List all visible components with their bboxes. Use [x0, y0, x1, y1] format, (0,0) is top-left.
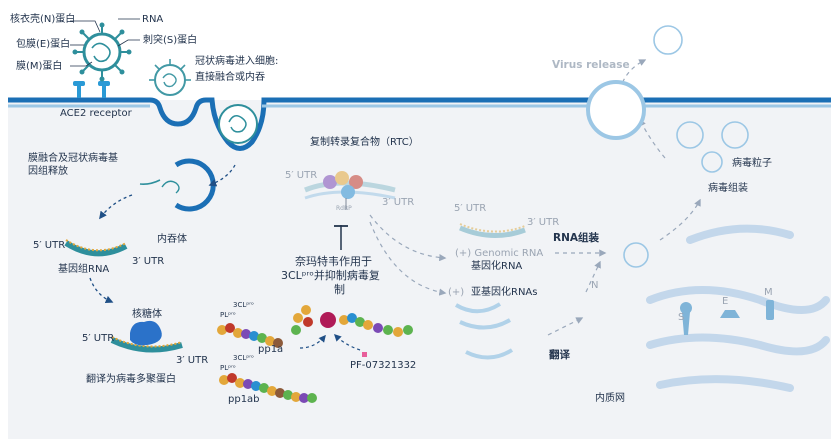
ribosome-strand [110, 320, 183, 353]
genomic-rna-utr5: 5′ UTR [33, 240, 66, 251]
budding-vesicle [586, 80, 646, 140]
rna-label: RNA [142, 14, 164, 25]
rtc-utr5: 5′ UTR [285, 170, 318, 181]
ace2-label: ACE2 receptor [60, 108, 132, 119]
envelope-label: 包膜(E)蛋白 [16, 39, 71, 50]
pp1a-label: pp1a [258, 344, 284, 355]
subgenomic-prefix: (+) [448, 287, 465, 298]
ribosome-utr5: 5′ UTR [82, 333, 115, 344]
nucleocapsid-label: 核衣壳(N)蛋白 [10, 14, 76, 25]
progeny-virions [623, 25, 749, 268]
membrane-protein-label: 膜(M)蛋白 [16, 61, 63, 72]
pp1a-chain [217, 323, 283, 348]
rdrp-label: RdRP [336, 205, 352, 212]
ribosome-utr3: 3′ UTR [176, 355, 209, 366]
virion-particle-label: 病毒粒子 [732, 158, 772, 169]
inhibitor-marker [299, 225, 367, 357]
structural-n-label: N [591, 280, 599, 291]
translation-label: 翻译 [549, 349, 570, 361]
endoplasmic-reticulum [646, 224, 830, 392]
rtc-utr3: 3′ UTR [382, 197, 415, 208]
virus-assembly-label: 病毒组装 [708, 183, 748, 194]
virion-diagram [72, 22, 132, 82]
pp1ab-chain [219, 373, 317, 403]
er-label: 内质网 [595, 393, 625, 404]
cell-membrane [8, 97, 831, 151]
pp1a-3cl-label: 3CLᵖʳᵒ [233, 301, 254, 309]
genomic-rna-utr3: 3′ UTR [132, 256, 165, 267]
genomic-rna-label: 基因组RNA [58, 264, 110, 275]
genomic-product-utr5: 5′ UTR [454, 203, 487, 214]
nirmatrelvir-line1: 奈玛特韦作用于 [295, 255, 372, 268]
pp1ab-label: pp1ab [228, 394, 260, 405]
pathway-arrows-left [89, 164, 236, 304]
genomic-rna-english: (+) Genomic RNA [455, 248, 544, 259]
pp1ab-3cl-label: 3CLᵖʳᵒ [233, 354, 254, 362]
pf-07321332-label: PF-07321332 [350, 360, 417, 371]
virus-release-label: Virus release [552, 59, 630, 71]
rtc-title: 复制转录复合物（RTC） [310, 137, 419, 148]
structural-s-label: S [678, 312, 685, 323]
genomic-product-utr3: 3′ UTR [527, 217, 560, 228]
structural-m-label: M [764, 287, 773, 298]
pp1a-pl-label: PLᵖʳᵒ [220, 311, 236, 319]
nirmatrelvir-line2: 3CLᵖʳᵒ并抑制病毒复 [281, 269, 380, 282]
structural-e-label: E [722, 296, 729, 307]
cytoplasm [8, 100, 831, 439]
rna-assembly-label: RNA组装 [553, 232, 599, 244]
spike-label: 刺突(S)蛋白 [143, 35, 198, 46]
ace2-receptors [73, 81, 110, 98]
endocytic-vesicle [218, 104, 258, 144]
entering-virion [149, 59, 191, 96]
endosome-label: 内吞体 [157, 234, 187, 245]
cleaved-fragments [291, 305, 413, 337]
nirmatrelvir-line3: 制 [334, 283, 345, 296]
ribosome-label: 核糖体 [132, 309, 162, 320]
fusion-release-line2: 因组释放 [28, 166, 68, 177]
genomic-rna-chinese: 基因化RNA [471, 261, 523, 272]
translate-polyprotein-label: 翻译为病毒多聚蛋白 [86, 374, 176, 385]
entry-title: 冠状病毒进入细胞: [195, 56, 279, 67]
subgenomic-rnas-label: 亚基因化RNAs [471, 287, 538, 298]
virion-leader-lines [70, 18, 140, 67]
entry-subtitle: 直接融合或内吞 [195, 72, 265, 83]
pp1ab-pl-label: PLᵖʳᵒ [220, 364, 236, 372]
rna-product-strands [454, 223, 526, 360]
genomic-rna-strand [64, 239, 128, 257]
rtc-complex [304, 171, 396, 210]
structural-proteins [680, 300, 774, 335]
fusion-release-line1: 膜融合及冠状病毒基 [28, 153, 118, 164]
